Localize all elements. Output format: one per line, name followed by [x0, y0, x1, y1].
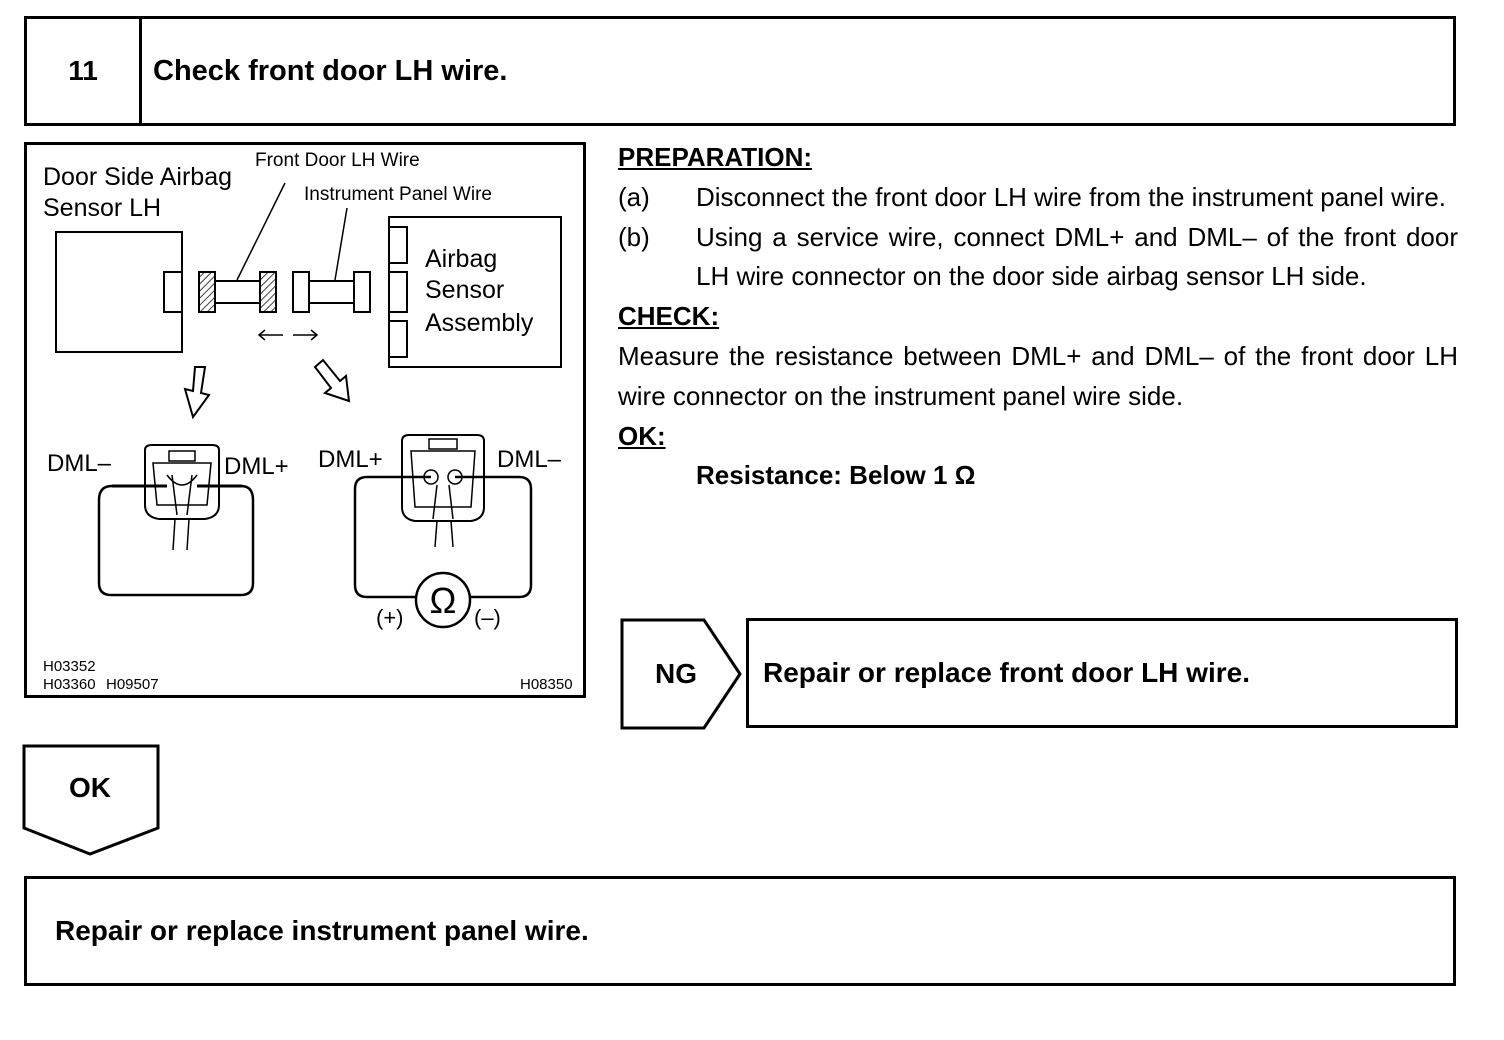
step-number: 11 — [27, 19, 142, 123]
label-assembly: Assembly — [425, 309, 534, 337]
ok-result: Repair or replace instrument panel wire. — [24, 876, 1456, 986]
connector-left — [112, 444, 242, 551]
label-dml-minus-left: DML– — [47, 450, 112, 477]
ng-label: NG — [655, 658, 697, 689]
front-door-wire-connector — [198, 271, 216, 313]
label-sensor-lh: Sensor LH — [43, 194, 161, 222]
step-title: Check front door LH wire. — [153, 54, 508, 87]
ohm-symbol: Ω — [430, 580, 457, 621]
label-door-side-airbag: Door Side Airbag — [43, 163, 232, 191]
figure-code: H08350 — [520, 676, 573, 693]
check-heading: CHECK: — [618, 301, 720, 332]
meter-lead-plus — [353, 475, 431, 599]
label-instrument-panel-wire: Instrument Panel Wire — [304, 184, 492, 205]
label-front-door-wire: Front Door LH Wire — [255, 150, 420, 171]
item-label: (a) — [618, 181, 650, 212]
door-side-airbag-sensor — [55, 231, 183, 353]
wiring-diagram-illustration: Door Side Airbag Sensor LH Front Door LH… — [43, 150, 573, 693]
instructions: PREPARATION: (a) Disconnect the front do… — [618, 138, 1458, 496]
meter-minus-label: (–) — [474, 605, 501, 630]
label-dml-plus-left: DML+ — [224, 453, 289, 480]
figure-code: H03352 — [43, 658, 96, 675]
wiring-diagram: Door Side Airbag Sensor LH Front Door LH… — [24, 142, 586, 698]
connector-right — [401, 434, 485, 548]
step-header: 11 Check front door LH wire. — [24, 16, 1456, 126]
label-dml-plus-right: DML+ — [318, 446, 383, 473]
instrument-panel-wire-connector — [292, 271, 310, 313]
label-airbag: Airbag — [425, 245, 497, 273]
ohmmeter-icon — [414, 571, 472, 629]
label-dml-minus-right: DML– — [497, 446, 562, 473]
preparation-heading: PREPARATION: — [618, 142, 813, 172]
down-arrow-icon — [313, 358, 351, 403]
item-text: Disconnect the front door LH wire from t… — [696, 181, 1447, 212]
item-label: (b) — [618, 221, 650, 252]
figure-code: H03360 — [43, 676, 96, 693]
ng-arrow: NG — [620, 618, 742, 730]
meter-plus-label: (+) — [376, 605, 404, 630]
meter-lead-minus — [455, 475, 533, 599]
preparation-item: (b) Using a service wire, connect DML+ a… — [618, 218, 1458, 298]
label-sensor: Sensor — [425, 276, 504, 304]
service-wire-loop — [97, 484, 255, 597]
ok-arrow: OK — [22, 744, 160, 856]
ok-heading: OK: — [618, 420, 666, 451]
ok-label: OK — [69, 772, 111, 803]
down-arrow-icon — [183, 366, 211, 420]
ng-result: Repair or replace front door LH wire. — [746, 618, 1458, 728]
figure-code: H09507 — [106, 676, 159, 693]
preparation-item: (a) Disconnect the front door LH wire fr… — [618, 178, 1458, 218]
airbag-sensor-assembly — [388, 216, 562, 368]
ok-spec: Resistance: Below 1 Ω — [696, 460, 976, 491]
item-text: Using a service wire, connect DML+ and D… — [696, 221, 1458, 292]
check-text: Measure the resistance between DML+ and … — [618, 340, 1458, 411]
